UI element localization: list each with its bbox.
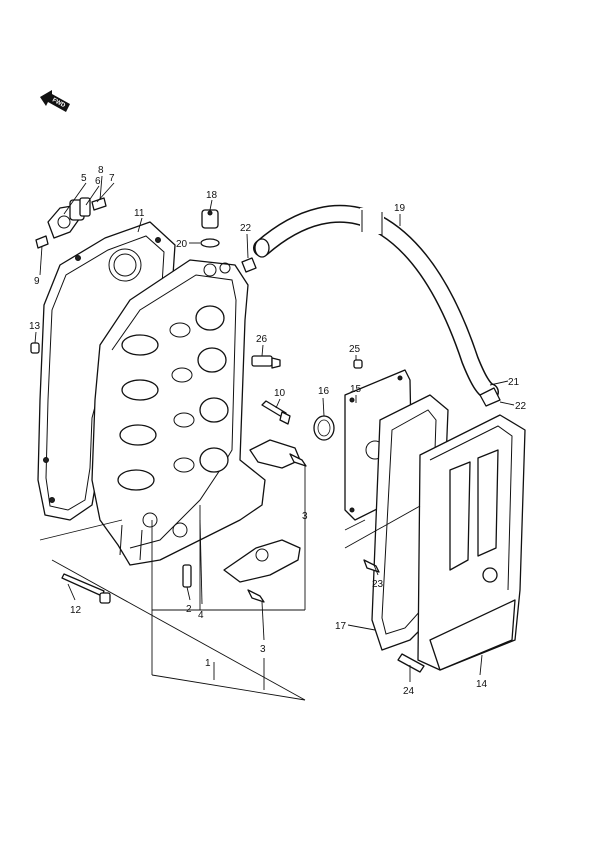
callout-21: 21	[508, 377, 520, 388]
callout-4: 4	[198, 610, 204, 621]
callout-1: 1	[205, 658, 211, 669]
callout-19: 19	[394, 203, 406, 214]
dowel-pin	[182, 564, 192, 588]
callout-11: 11	[134, 208, 145, 219]
callout-6: 6	[95, 176, 101, 187]
callout-3-upper: 3	[302, 511, 308, 522]
thermostat-cover-assembly	[35, 197, 107, 249]
callout-5: 5	[81, 173, 87, 184]
callout-22-upper: 22	[240, 223, 252, 234]
callout-3-lower: 3	[260, 644, 266, 655]
bolt-3-lower	[247, 589, 265, 603]
callout-14: 14	[476, 679, 488, 690]
bolt-10	[261, 400, 291, 425]
callout-26: 26	[256, 334, 268, 345]
callout-13: 13	[29, 321, 41, 332]
leader-lines	[34, 175, 515, 701]
cylinder-head-cover	[417, 414, 526, 671]
callout-8: 8	[98, 165, 104, 176]
callout-12: 12	[70, 605, 82, 616]
drain-plug	[30, 342, 40, 354]
bolt-25	[353, 359, 363, 369]
callout-15: 15	[350, 384, 362, 395]
callout-10: 10	[274, 388, 286, 399]
callout-25: 25	[349, 344, 361, 355]
callout-7: 7	[109, 173, 115, 184]
callout-22-lower: 22	[515, 401, 527, 412]
callout-labels: 5 6 7 8 9 11 18 20 22 19 13 26 25 21 16 …	[29, 165, 527, 697]
callout-18: 18	[206, 190, 218, 201]
cylinder-head	[91, 259, 266, 566]
callout-23: 23	[372, 579, 384, 590]
bolt-24	[397, 653, 425, 673]
callout-17: 17	[335, 621, 347, 632]
hose-clip-upper	[241, 257, 257, 273]
callout-9: 9	[34, 276, 40, 287]
callout-16: 16	[318, 386, 330, 397]
retaining-ring	[313, 415, 335, 441]
spark-plug	[251, 355, 281, 369]
bolt-3-upper	[289, 453, 307, 467]
water-hose	[253, 204, 501, 407]
bolt-12	[61, 573, 111, 604]
fwd-arrow-icon: FWD	[40, 90, 70, 112]
callout-20: 20	[176, 239, 188, 250]
callout-2: 2	[186, 604, 192, 615]
callout-24: 24	[403, 686, 415, 697]
filler-cap	[200, 209, 220, 248]
